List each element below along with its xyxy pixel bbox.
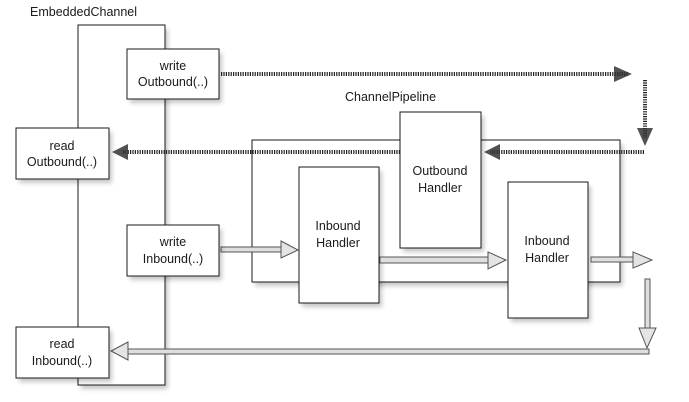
read-outbound-line1: read: [49, 139, 74, 153]
inbound-handler-1-line2: Handler: [316, 236, 360, 250]
arrow-down-to-return: [638, 278, 657, 350]
inbound-handler-2-line1: Inbound: [524, 234, 569, 248]
inbound-handler-1: Inbound Handler: [298, 166, 382, 307]
outbound-flow-read-arrowhead: [112, 144, 128, 160]
outbound-handler-line2: Handler: [418, 181, 462, 195]
read-outbound-line2: Outbound(..): [27, 155, 97, 169]
embedded-channel-title: EmbeddedChannel: [30, 5, 137, 19]
outbound-flow-right-arrowhead: [637, 128, 653, 146]
inbound-flow: [109, 240, 657, 361]
write-outbound-line1: write: [159, 59, 186, 73]
outbound-flow-return-arrowhead: [484, 144, 500, 160]
inbound-handler-2: Inbound Handler: [507, 181, 591, 322]
inbound-handler-1-line1: Inbound: [315, 219, 360, 233]
read-outbound-box[interactable]: read Outbound(..): [15, 127, 112, 183]
read-inbound-line2: Inbound(..): [32, 354, 92, 368]
arrow-handler-1-to-handler-2: [379, 251, 508, 270]
outbound-flow-top-arrowhead: [614, 66, 632, 82]
read-inbound-line1: read: [49, 337, 74, 351]
arrow-handler-2-out: [590, 251, 654, 269]
write-outbound-line2: Outbound(..): [138, 75, 208, 89]
arrow-return-to-read-inbound: [109, 341, 650, 361]
write-inbound-box[interactable]: write Inbound(..): [126, 224, 222, 280]
inbound-handler-2-line2: Handler: [525, 251, 569, 265]
outbound-handler: Outbound Handler: [399, 111, 484, 252]
write-inbound-line1: write: [159, 235, 186, 249]
outbound-flow: [112, 66, 653, 160]
read-inbound-box[interactable]: read Inbound(..): [15, 326, 112, 382]
channel-pipeline-title: ChannelPipeline: [345, 90, 436, 104]
outbound-handler-line1: Outbound: [413, 164, 468, 178]
write-inbound-line2: Inbound(..): [143, 252, 203, 266]
write-outbound-box[interactable]: write Outbound(..): [126, 48, 222, 103]
